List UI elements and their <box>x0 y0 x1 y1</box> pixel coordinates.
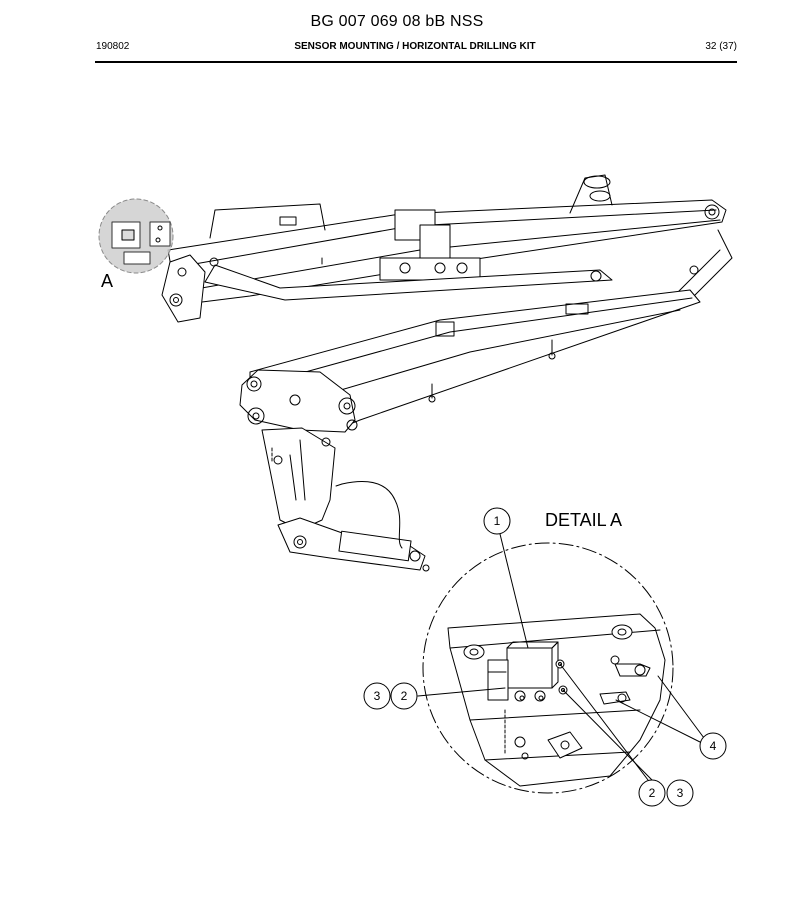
svg-text:4: 4 <box>710 739 717 753</box>
boom-assembly-illustration <box>161 174 733 572</box>
svg-text:1: 1 <box>494 514 501 528</box>
header-title: SENSOR MOUNTING / HORIZONTAL DRILLING KI… <box>294 41 536 52</box>
callout-3-left: 3 <box>363 682 391 710</box>
svg-text:3: 3 <box>677 786 684 800</box>
callout-2-bottom: 2 <box>638 779 666 807</box>
header-date: 190802 <box>96 41 130 52</box>
callout-4: 4 <box>699 732 727 760</box>
view-label-a: A <box>101 271 113 291</box>
svg-text:3: 3 <box>374 689 381 703</box>
leader-lines <box>417 533 705 781</box>
detail-a-marker <box>98 198 174 274</box>
page-number: 32 (37) <box>705 41 737 52</box>
document-number: BG 007 069 08 bB NSS <box>310 13 484 30</box>
header-rule <box>95 61 737 63</box>
svg-text:2: 2 <box>649 786 656 800</box>
svg-text:2: 2 <box>401 689 408 703</box>
callout-3-bottom: 3 <box>666 779 694 807</box>
detail-title: DETAIL A <box>545 510 622 530</box>
callout-1: 1 <box>483 507 511 535</box>
detail-a-enlarged <box>422 542 674 794</box>
callout-2-left: 2 <box>390 682 418 710</box>
